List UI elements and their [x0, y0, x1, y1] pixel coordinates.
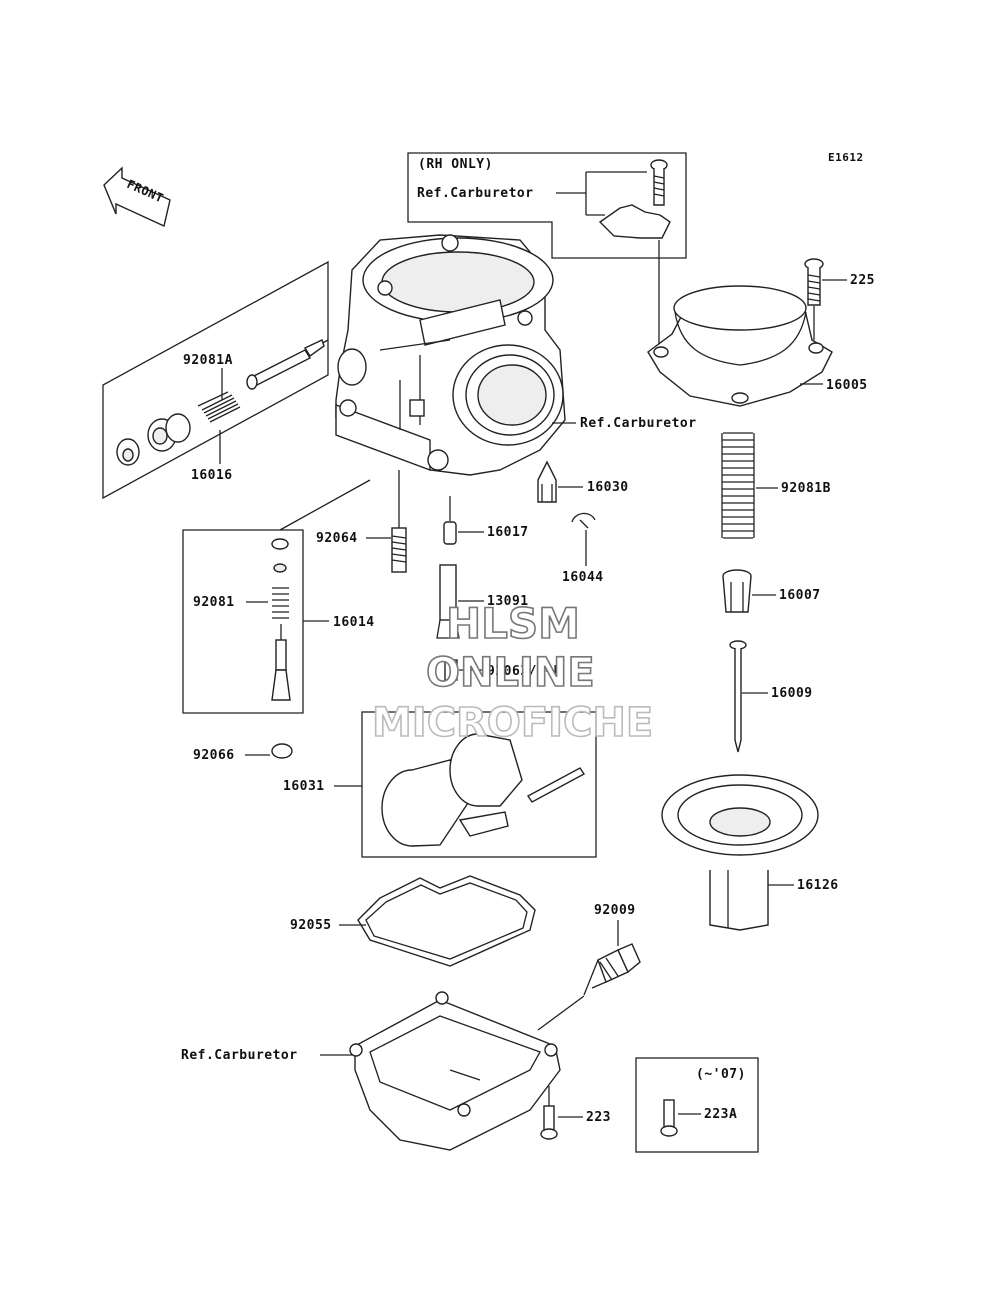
part-label-223A: 223A	[704, 1107, 737, 1122]
rh-only-title: (RH ONLY)	[418, 157, 493, 172]
pilot-screw-box	[102, 260, 329, 500]
part-label-16017: 16017	[487, 525, 529, 540]
bracket-icon	[598, 204, 671, 239]
rh-only-ref: Ref.Carburetor	[417, 186, 534, 201]
front-arrow-icon: FRONT	[103, 166, 171, 227]
year-note-box: (~'07) 223A	[635, 1057, 759, 1153]
part-label-92081A: 92081A	[183, 353, 233, 368]
part-label-16126: 16126	[797, 878, 839, 893]
watermark-line3: MICROFICHE	[372, 700, 653, 746]
part-label-92081B: 92081B	[781, 481, 831, 496]
part-label-16014: 16014	[333, 615, 375, 630]
clip-16044-icon	[571, 512, 596, 529]
needle-assembly-box	[182, 479, 371, 714]
float-valve-icon	[537, 460, 557, 503]
jet-needle-16009-icon	[729, 640, 747, 753]
part-label-92063: 92063/A~D	[487, 664, 562, 679]
cap-92066-icon	[271, 743, 293, 759]
diaphragm-16126-icon	[661, 774, 819, 931]
screw-225-icon	[804, 258, 824, 306]
diagram-code: E1612	[828, 151, 864, 164]
needle-holder-16007-icon	[722, 569, 752, 613]
drain-screw-92009-icon	[583, 943, 641, 996]
jet-92064-icon	[391, 470, 407, 573]
gasket-92055-icon	[357, 875, 536, 967]
float-bowl-icon	[349, 991, 561, 1151]
ref-carburetor-body: Ref.Carburetor	[580, 416, 697, 431]
watermark: HLSM ONLINE MICROFICHE	[371, 598, 654, 747]
part-label-16030: 16030	[587, 480, 629, 495]
watermark-line2: ONLINE	[426, 650, 595, 696]
ref-carburetor-bowl: Ref.Carburetor	[181, 1048, 298, 1063]
part-label-16005: 16005	[826, 378, 868, 393]
carburetor-body	[335, 234, 566, 476]
year-note-title: (~'07)	[696, 1067, 746, 1082]
part-label-13091: 13091	[487, 594, 529, 609]
part-label-92055: 92055	[290, 918, 332, 933]
part-label-92066: 92066	[193, 748, 235, 763]
jet-holder-13091-icon	[436, 564, 460, 639]
top-cover-16005-icon	[647, 285, 833, 407]
spring-92081B-icon	[721, 432, 755, 539]
part-label-16016: 16016	[191, 468, 233, 483]
part-label-92009: 92009	[594, 903, 636, 918]
main-jet-92063-icon	[444, 659, 458, 681]
screw-223-icon	[540, 1086, 558, 1140]
float-assembly-box	[361, 711, 597, 858]
part-label-16007: 16007	[779, 588, 821, 603]
part-label-92064: 92064	[316, 531, 358, 546]
part-label-225: 225	[850, 273, 875, 288]
jet-16017-icon	[443, 521, 457, 545]
part-label-92081: 92081	[193, 595, 235, 610]
part-label-16044: 16044	[562, 570, 604, 585]
rh-only-box: (RH ONLY) Ref.Carburetor	[407, 152, 687, 345]
part-label-16009: 16009	[771, 686, 813, 701]
part-label-16031: 16031	[283, 779, 325, 794]
part-label-223: 223	[586, 1110, 611, 1125]
watermark-line1: HLSM	[446, 599, 580, 648]
screw-icon	[650, 159, 668, 206]
